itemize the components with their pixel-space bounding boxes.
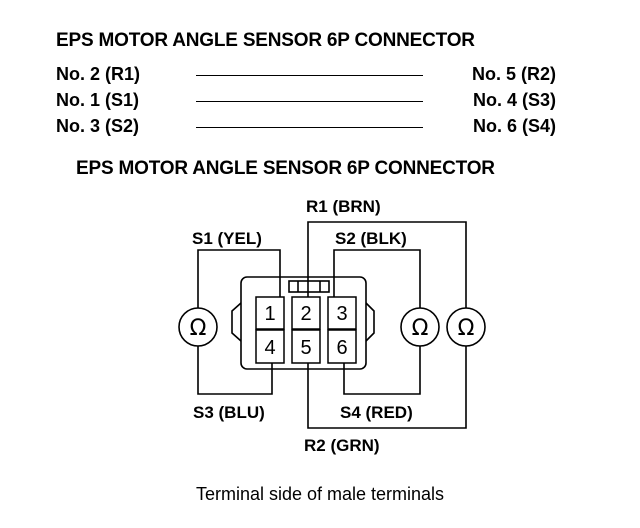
pin-pair-left: No. 2 (R1) xyxy=(56,64,141,84)
wire-s1 xyxy=(197,249,281,308)
pin-pair-connector-line xyxy=(196,101,423,102)
pin-pair-connector-line xyxy=(196,127,423,128)
wire-s3 xyxy=(197,346,273,395)
terminal-number: 3 xyxy=(336,303,347,325)
wire-label-s4: S4 (RED) xyxy=(340,403,413,422)
wire-s4 xyxy=(343,346,421,395)
terminal-cell-4 xyxy=(255,329,285,364)
terminal-number: 1 xyxy=(264,303,275,325)
pin-pair-right: No. 5 (R2) xyxy=(471,64,556,84)
ohm-icon: Ω xyxy=(412,316,429,341)
pin-pair-connector-line xyxy=(196,75,423,76)
terminal-number: 4 xyxy=(264,337,275,359)
ohm-icon: Ω xyxy=(458,316,475,341)
pin-pair-right: No. 4 (S3) xyxy=(472,90,556,110)
connector-lock-tab xyxy=(288,280,330,293)
wire-label-s2: S2 (BLK) xyxy=(335,229,407,248)
wire-r1 xyxy=(307,221,467,308)
wire-label-r1: R1 (BRN) xyxy=(306,197,381,216)
wire-label-s3: S3 (BLU) xyxy=(193,403,265,422)
pin-pair-left: No. 3 (S2) xyxy=(56,116,140,136)
terminal-number: 2 xyxy=(300,303,311,325)
pin-pair-right: No. 6 (S4) xyxy=(472,116,556,136)
wire-r2 xyxy=(307,346,467,429)
terminal-cell-1 xyxy=(255,296,285,330)
connector-latch-right xyxy=(365,302,375,342)
wire-label-s1: S1 (YEL) xyxy=(192,229,262,248)
top-title: EPS MOTOR ANGLE SENSOR 6P CONNECTOR xyxy=(56,30,475,51)
terminal-cell-3 xyxy=(327,296,357,330)
terminal-cell-6 xyxy=(327,329,357,364)
diagram-title: EPS MOTOR ANGLE SENSOR 6P CONNECTOR xyxy=(76,158,495,179)
terminal-cell-5 xyxy=(291,329,321,364)
terminal-cell-2 xyxy=(291,296,321,330)
wire-label-r2: R2 (GRN) xyxy=(304,436,380,455)
pin-pair-row: No. 3 (S2) No. 6 (S4) xyxy=(56,116,556,140)
terminal-number: 6 xyxy=(336,337,347,359)
pin-pair-left: No. 1 (S1) xyxy=(56,90,140,110)
pin-pair-row: No. 1 (S1) No. 4 (S3) xyxy=(56,90,556,114)
ohm-icon: Ω xyxy=(190,316,207,341)
wire-s2 xyxy=(333,249,421,308)
pin-pair-row: No. 2 (R1) No. 5 (R2) xyxy=(56,64,556,88)
connector-latch-left xyxy=(231,302,242,342)
connector-body xyxy=(240,276,367,370)
caption: Terminal side of male terminals xyxy=(195,484,445,504)
terminal-number: 5 xyxy=(300,337,311,359)
